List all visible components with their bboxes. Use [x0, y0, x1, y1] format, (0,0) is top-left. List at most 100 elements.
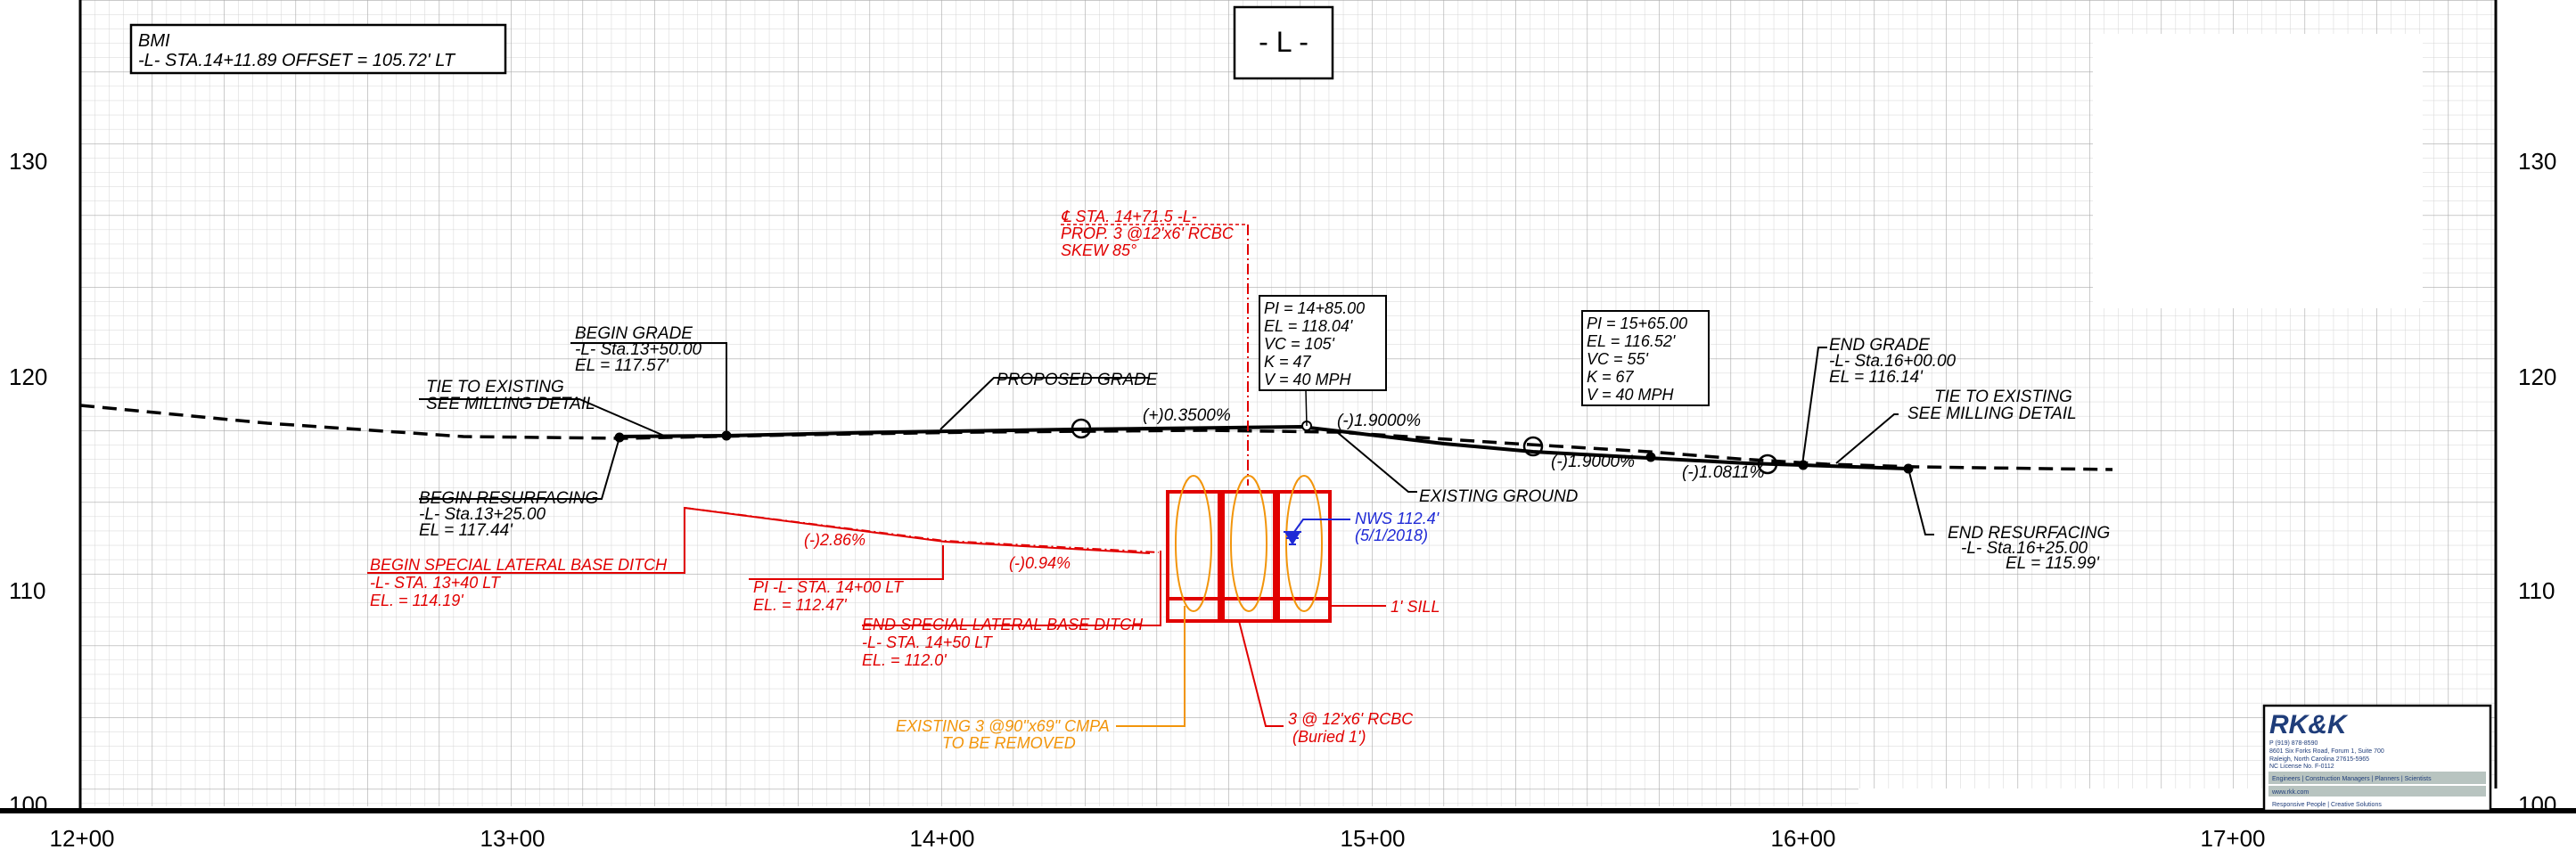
elev-label-110-left: 110	[9, 577, 45, 604]
end-grade-2: -L- Sta.16+00.00	[1829, 352, 1957, 371]
end-resurfacing-1: END RESURFACING	[1948, 524, 2110, 543]
pi-box-1: PI = 14+85.00 EL = 118.04' VC = 105' K =…	[1259, 295, 1387, 391]
ditch-labels: BEGIN SPECIAL LATERAL BASE DITCH -L- STA…	[370, 531, 1144, 669]
logo-web: www.rkk.com	[2271, 789, 2309, 796]
pi1-line2: EL = 118.04'	[1264, 317, 1353, 335]
elev-label-110-right: 110	[2518, 577, 2555, 604]
end-grade-3: EL = 116.14'	[1829, 368, 1924, 387]
rcbc-line1: 3 @ 12'x6' RCBC	[1288, 710, 1414, 728]
grade-1-label: (+)0.3500%	[1143, 406, 1231, 425]
logo-address2: Raleigh, North Carolina 27615-5965	[2269, 756, 2369, 763]
pi1-line5: V = 40 MPH	[1264, 371, 1352, 388]
ditch-begin-3: EL. = 114.19'	[370, 592, 464, 609]
ditch-pi-1: PI -L- STA. 14+00 LT	[753, 578, 905, 596]
station-12: 12+00	[49, 825, 114, 852]
begin-grade-2: -L- Sta.13+50.00	[575, 340, 702, 359]
ditch-end-3: EL. = 112.0'	[862, 651, 947, 669]
pi2-line4: K = 67	[1587, 368, 1635, 386]
tie-right-2: SEE MILLING DETAIL	[1907, 404, 2077, 423]
begin-grade-3: EL = 117.57'	[575, 356, 669, 375]
end-resurfacing-2: -L- Sta.16+25.00	[1961, 539, 2088, 558]
grade-2-label: (-)1.9000%	[1337, 412, 1421, 430]
begin-grade-1: BEGIN GRADE	[575, 324, 693, 343]
station-15: 15+00	[1340, 825, 1405, 852]
existing-pipes	[1116, 475, 1323, 727]
ditch-begin-1: BEGIN SPECIAL LATERAL BASE DITCH	[370, 556, 668, 574]
cl-line3: SKEW 85°	[1061, 241, 1136, 259]
pi2-line3: VC = 55'	[1587, 350, 1649, 368]
elev-label-130-left: 130	[9, 148, 47, 175]
existing-ground-line	[79, 404, 2113, 471]
bm-station: -L- STA.14+11.89 OFFSET = 105.72' LT	[138, 51, 456, 70]
ditch-pi-2: EL. = 112.47'	[753, 596, 847, 614]
cl-line1: ℄ STA. 14+71.5 -L-	[1061, 208, 1197, 225]
blank-area	[2093, 34, 2423, 308]
pi1-line4: K = 47	[1264, 353, 1312, 371]
ditch-begin-2: -L- STA. 13+40 LT	[370, 574, 502, 592]
pi2-line5: V = 40 MPH	[1587, 386, 1675, 404]
proposed-grade-label: PROPOSED GRADE	[997, 371, 1158, 389]
profile-labels: BEGIN GRADE -L- Sta.13+50.00 EL = 117.57…	[419, 324, 2110, 573]
end-grade-1: END GRADE	[1829, 336, 1930, 355]
bm-label: BMI	[138, 31, 170, 51]
ditch-slope-2: (-)0.94%	[1009, 554, 1071, 572]
station-14: 14+00	[909, 825, 974, 852]
elevation-labels: 130 120 110 100 130 120 110 100	[9, 148, 2556, 818]
station-17: 17+00	[2200, 825, 2265, 852]
existing-line2: TO BE REMOVED	[942, 734, 1076, 752]
culvert-labels: ℄ STA. 14+71.5 -L- PROP. 3 @12'x6' RCBC …	[896, 208, 1440, 752]
rcbc-line2: (Buried 1')	[1292, 728, 1366, 746]
ditch-end-1: END SPECIAL LATERAL BASE DITCH	[862, 616, 1144, 633]
pi1-line3: VC = 105'	[1264, 335, 1335, 353]
station-16: 16+00	[1770, 825, 1835, 852]
elev-label-120-right: 120	[2518, 364, 2556, 390]
ditch-end-2: -L- STA. 14+50 LT	[862, 633, 994, 651]
tie-left-1: TIE TO EXISTING	[426, 378, 564, 396]
title-label: - L -	[1259, 26, 1309, 58]
elev-label-120-left: 120	[9, 364, 47, 390]
grade-4-label: (-)1.0811%	[1682, 463, 1765, 482]
pi2-line1: PI = 15+65.00	[1587, 315, 1687, 332]
tie-left-2: SEE MILLING DETAIL	[426, 395, 595, 413]
pi1-line1: PI = 14+85.00	[1264, 299, 1365, 317]
nws-line1: NWS 112.4'	[1355, 510, 1440, 527]
logo-name: RK&K	[2269, 710, 2349, 739]
existing-ground-label: EXISTING GROUND	[1419, 487, 1579, 506]
logo-license: NC License No. F-0112	[2269, 764, 2334, 770]
ditch-top-line	[684, 507, 1160, 553]
cl-line2: PROP. 3 @12'x6' RCBC	[1061, 225, 1235, 242]
logo-address1: 8601 Six Forks Road, Forum 1, Suite 700	[2269, 748, 2384, 755]
rcbc-boxes	[1166, 490, 1332, 623]
bm-box: BMI -L- STA.14+11.89 OFFSET = 105.72' LT	[129, 23, 507, 75]
nws-triangle	[1284, 532, 1300, 545]
black-leaders	[419, 342, 1934, 535]
pi-box-2: PI = 15+65.00 EL = 116.52' VC = 55' K = …	[1581, 310, 1710, 406]
pi1-leader	[1305, 389, 1308, 427]
begin-resurfacing-2: -L- Sta.13+25.00	[419, 505, 546, 524]
red-leaders	[1238, 605, 1386, 727]
pi2-line2: EL = 116.52'	[1587, 332, 1676, 350]
tie-right-1: TIE TO EXISTING	[1934, 388, 2072, 406]
station-13: 13+00	[480, 825, 545, 852]
grade-3-label: (-)1.9000%	[1551, 453, 1635, 471]
sill-label: 1' SILL	[1391, 598, 1440, 616]
elev-label-130-right: 130	[2518, 148, 2556, 175]
proposed-grade-line	[617, 424, 1908, 470]
end-resurfacing-3: EL = 115.99'	[2006, 554, 2100, 573]
begin-resurfacing-1: BEGIN RESURFACING	[419, 489, 598, 508]
logo-tagline: Responsive People | Creative Solutions	[2272, 802, 2382, 808]
station-labels: 12+00 13+00 14+00 15+00 16+00 17+00	[49, 825, 2265, 852]
nws-line2: (5/1/2018)	[1355, 527, 1428, 544]
rkk-logo-block: RK&K P (919) 878-8590 8601 Six Forks Roa…	[2262, 704, 2492, 813]
title-box: - L -	[1233, 5, 1334, 80]
ditch-slope-1: (-)2.86%	[804, 531, 866, 549]
existing-line1: EXISTING 3 @90"x69" CMPA	[896, 717, 1110, 735]
culvert-label-leader	[1061, 224, 1249, 233]
begin-resurfacing-3: EL = 117.44'	[419, 521, 513, 540]
logo-services: Engineers | Construction Managers | Plan…	[2272, 776, 2432, 782]
logo-phone: P (919) 878-8590	[2269, 740, 2318, 747]
elev-label-100-right: 100	[2518, 791, 2556, 818]
elev-label-100-left: 100	[9, 791, 47, 818]
